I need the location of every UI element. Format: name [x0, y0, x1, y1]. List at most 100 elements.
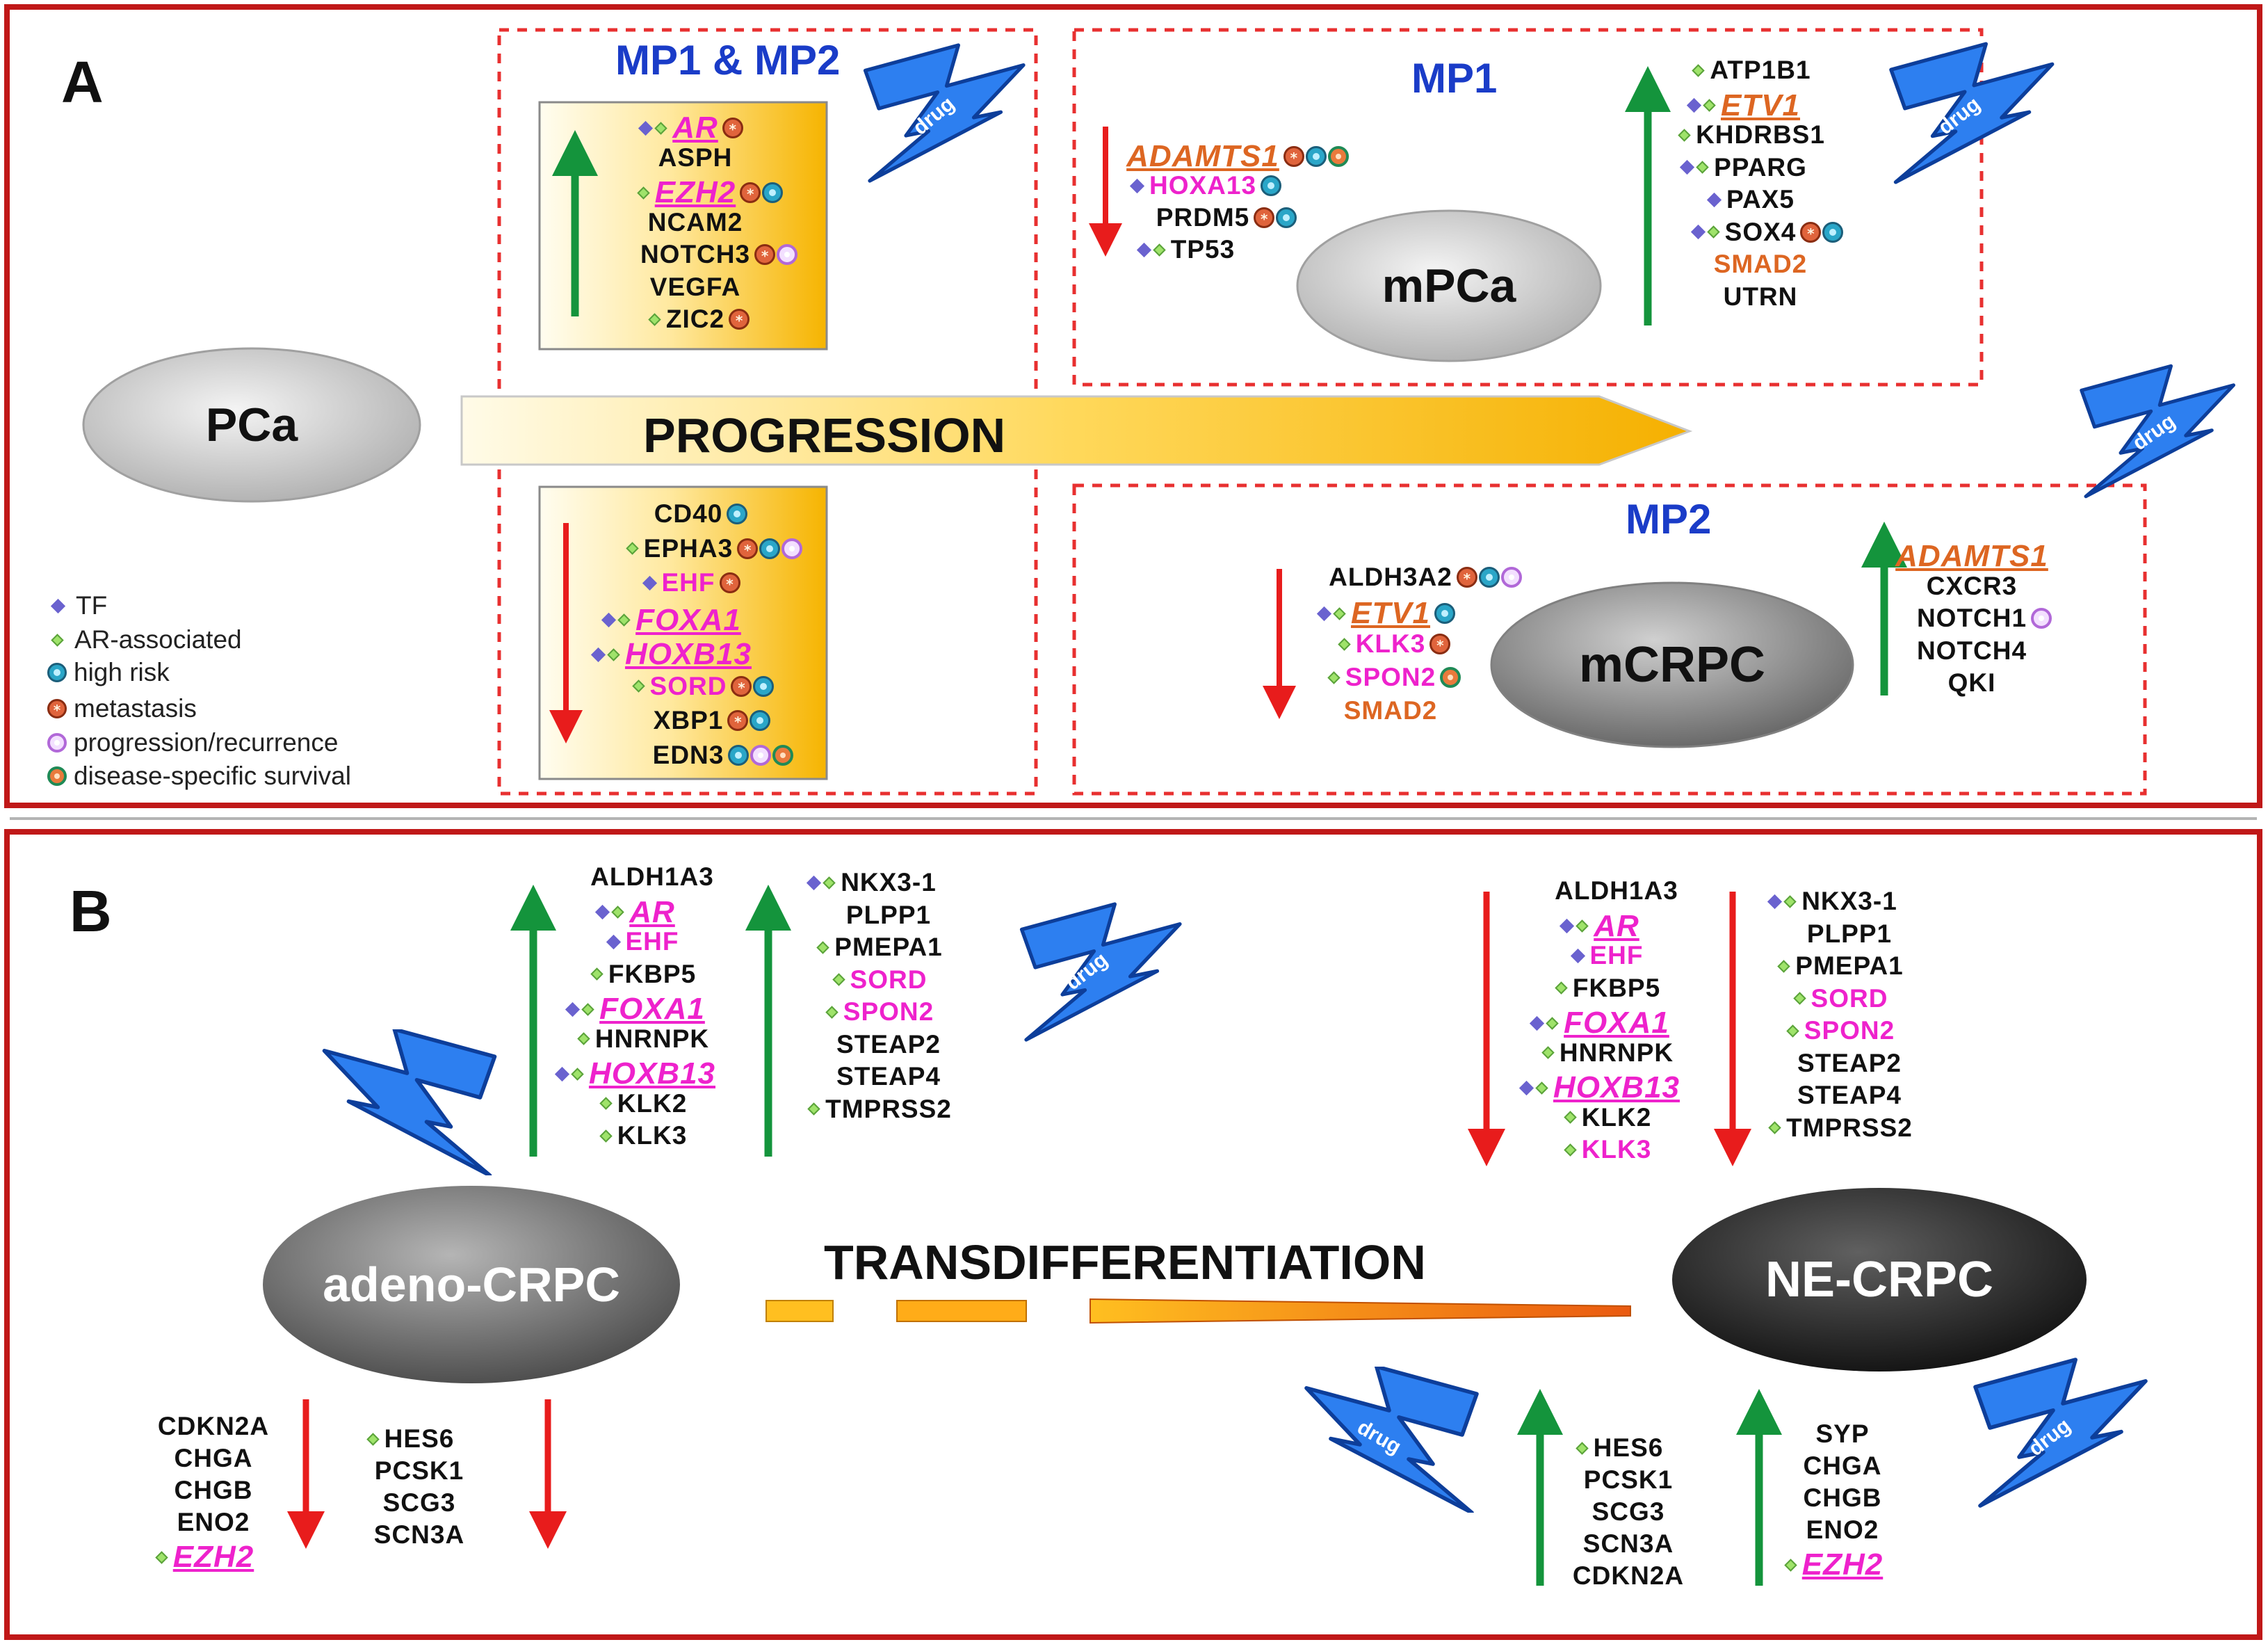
ar-marker-icon [1333, 606, 1346, 620]
ar-marker-icon [1692, 63, 1706, 77]
gene-row: HNRNPK [576, 1024, 713, 1054]
gene-row: PMEPA1 [816, 933, 946, 962]
gene-name: CDKN2A [1572, 1561, 1685, 1590]
gene-row: CD40 [650, 499, 748, 529]
gene-name: STEAP4 [836, 1062, 941, 1091]
gene-row: FKBP5 [590, 960, 700, 989]
gene-name: CHGA [174, 1444, 253, 1472]
tf-marker-icon [638, 120, 654, 136]
gene-row: HOXA13 [1129, 171, 1282, 200]
gene-row: ETV1 [1686, 88, 1804, 123]
high-risk-dot-icon [753, 675, 775, 697]
node-ne-crpc: NE-CRPC [1765, 1252, 1993, 1308]
gene-row: VEGFA [646, 273, 745, 302]
tf-marker-icon [1706, 192, 1722, 207]
ar-marker-icon [1541, 1046, 1555, 1059]
gene-name: SPON2 [1345, 663, 1436, 691]
metastasis-dot-icon [719, 572, 740, 593]
node-mcrpc: mCRPC [1578, 637, 1766, 693]
high-risk-dot-icon [759, 538, 781, 559]
gene-name: HOXA13 [1149, 171, 1257, 200]
gene-row: CDKN2A [1569, 1561, 1688, 1591]
gene-name: SORD [850, 965, 928, 994]
gene-name: PCSK1 [1583, 1465, 1674, 1494]
gene-row: SYP [1811, 1419, 1873, 1449]
ar-marker-icon [581, 1002, 594, 1016]
gene-name: FKBP5 [608, 959, 697, 988]
gene-row: HNRNPK [1541, 1038, 1678, 1068]
node-mpca: mPCa [1382, 259, 1516, 312]
ar-legend-icon [51, 633, 64, 647]
gene-row: SORD [631, 672, 775, 701]
gene-row: NOTCH4 [1913, 636, 2031, 666]
ar-marker-icon [1535, 1081, 1548, 1095]
ar-marker-icon [1576, 919, 1589, 933]
gene-row: EPHA3 [625, 534, 803, 563]
ar-marker-icon [1563, 1111, 1577, 1124]
gene-name: NOTCH4 [1916, 636, 2027, 665]
gene-row: SCG3 [1588, 1497, 1669, 1527]
gene-row: TMPRSS2 [1767, 1113, 1917, 1143]
gene-name: NKX3-1 [841, 868, 937, 896]
tf-marker-icon [1767, 894, 1783, 909]
legend-item-high-risk: high risk [47, 658, 170, 687]
gene-row: AR [594, 895, 679, 930]
transdifferentiation-label: TRANSDIFFERENTIATION [824, 1235, 1426, 1289]
panel-a-letter: A [61, 49, 104, 115]
ar-marker-icon [1792, 992, 1806, 1005]
ar-marker-icon [611, 906, 624, 919]
ar-marker-icon [626, 542, 639, 555]
gene-name: QKI [1947, 668, 1996, 697]
gene-row: PAX5 [1706, 185, 1799, 214]
gene-name: SPON2 [1804, 1016, 1895, 1045]
ar-marker-icon [1678, 128, 1691, 142]
high-risk-legend-icon [47, 663, 67, 682]
gene-name: KLK3 [617, 1121, 688, 1150]
gene-name: ETV1 [1720, 88, 1801, 122]
ar-marker-icon [1706, 225, 1720, 239]
dss-dot-icon [1327, 146, 1349, 167]
gene-row: PLPP1 [842, 901, 935, 930]
gene-name: AR [1594, 908, 1639, 943]
gene-row: HOXB13 [590, 637, 756, 672]
ar-marker-icon [825, 1005, 839, 1019]
gene-row: EZH2 [154, 1540, 258, 1575]
tf-marker-icon [565, 1002, 581, 1017]
gene-row: ADAMTS1 [1891, 539, 2052, 574]
gene-row: KLK3 [599, 1121, 692, 1150]
gene-row: STEAP2 [832, 1030, 945, 1059]
gene-row: CHGA [170, 1444, 257, 1473]
gene-row: SCG3 [379, 1488, 460, 1518]
tf-marker-icon [1136, 242, 1151, 257]
ar-marker-icon [654, 121, 667, 135]
gene-row: FOXA1 [565, 992, 709, 1027]
node-adeno-crpc: adeno-CRPC [323, 1257, 620, 1312]
ar-marker-icon [1783, 894, 1797, 908]
gene-name: HNRNPK [594, 1024, 710, 1053]
metastasis-dot-icon [754, 244, 776, 265]
gene-name: EZH2 [172, 1540, 254, 1574]
tf-marker-icon [807, 875, 822, 890]
high-risk-dot-icon [1305, 146, 1327, 167]
node-pca: PCa [205, 399, 298, 451]
gene-name: SMAD2 [1713, 250, 1808, 278]
gene-name: PLPP1 [1806, 919, 1893, 948]
gene-row: TP53 [1136, 235, 1239, 264]
gene-name: PLPP1 [845, 900, 932, 929]
gene-row: UTRN [1719, 282, 1802, 312]
gene-name: ALDH1A3 [590, 862, 714, 891]
gene-name: PMEPA1 [834, 933, 943, 961]
mp1-title: MP1 [1411, 55, 1498, 102]
gene-row: CHGB [170, 1476, 257, 1505]
legend-item-dss: disease-specific survival [47, 762, 351, 791]
gene-name: SCG3 [1591, 1497, 1665, 1526]
gene-name: SMAD2 [1343, 696, 1438, 725]
ar-marker-icon [1777, 959, 1790, 973]
progression-dot-icon [777, 244, 798, 265]
dss-dot-icon [1440, 667, 1461, 688]
ar-marker-icon [816, 940, 829, 954]
ar-marker-icon [577, 1032, 590, 1045]
gene-row: SCN3A [370, 1520, 469, 1550]
gene-name: ASPH [658, 143, 733, 172]
gene-name: CDKN2A [157, 1412, 270, 1440]
